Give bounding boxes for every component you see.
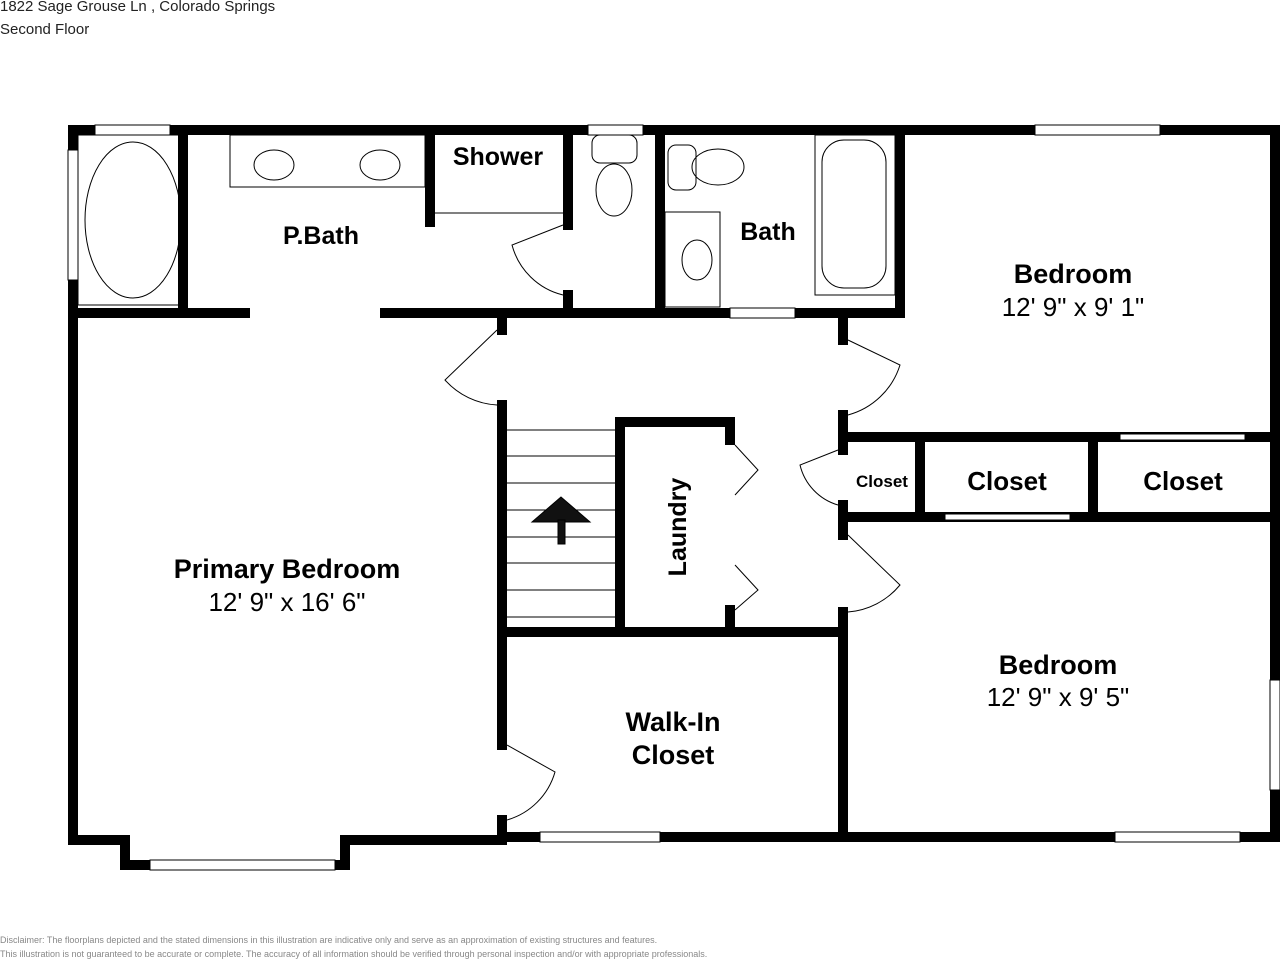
room-dims-bedroom-1: 12' 9" x 9' 1": [1002, 292, 1145, 322]
room-label-closet-small: Closet: [856, 472, 908, 491]
room-label-primary-bedroom: Primary Bedroom: [174, 554, 401, 584]
address: 1822 Sage Grouse Ln , Colorado Springs: [0, 0, 276, 15]
disclaimer-line-2: This illustration is not guaranteed to b…: [0, 949, 708, 959]
toilet-icon: [595, 163, 633, 217]
room-label-bath: Bath: [740, 218, 796, 246]
windows: [67, 124, 1280, 871]
room-label-walkin-2: Closet: [632, 740, 715, 770]
room-label-walkin-1: Walk-In: [625, 707, 720, 737]
room-dims-bedroom-2: 12' 9" x 9' 5": [987, 682, 1130, 712]
doors: [444, 224, 1246, 821]
room-label-pbath: P.Bath: [283, 222, 359, 250]
sink-icon: [681, 239, 713, 281]
room-label-bedroom-1: Bedroom: [1014, 259, 1133, 289]
room-dims-primary-bedroom: 12' 9" x 16' 6": [208, 587, 365, 617]
sink-icon: [359, 149, 401, 181]
toilet-icon: [691, 148, 745, 186]
bathtub: [821, 139, 887, 289]
disclaimer-line-1: Disclaimer: The floorplans depicted and …: [0, 935, 658, 945]
room-label-bedroom-2: Bedroom: [999, 650, 1118, 680]
fixtures: [77, 134, 896, 308]
room-label-closet-mid: Closet: [967, 466, 1047, 496]
room-label-closet-right: Closet: [1143, 466, 1223, 496]
stairs: [507, 429, 615, 618]
room-label-laundry: Laundry: [664, 478, 692, 577]
sink-icon: [253, 149, 295, 181]
room-label-shower: Shower: [453, 143, 544, 171]
floor-name: Second Floor: [0, 21, 90, 38]
bathtub-primary: [84, 141, 182, 299]
